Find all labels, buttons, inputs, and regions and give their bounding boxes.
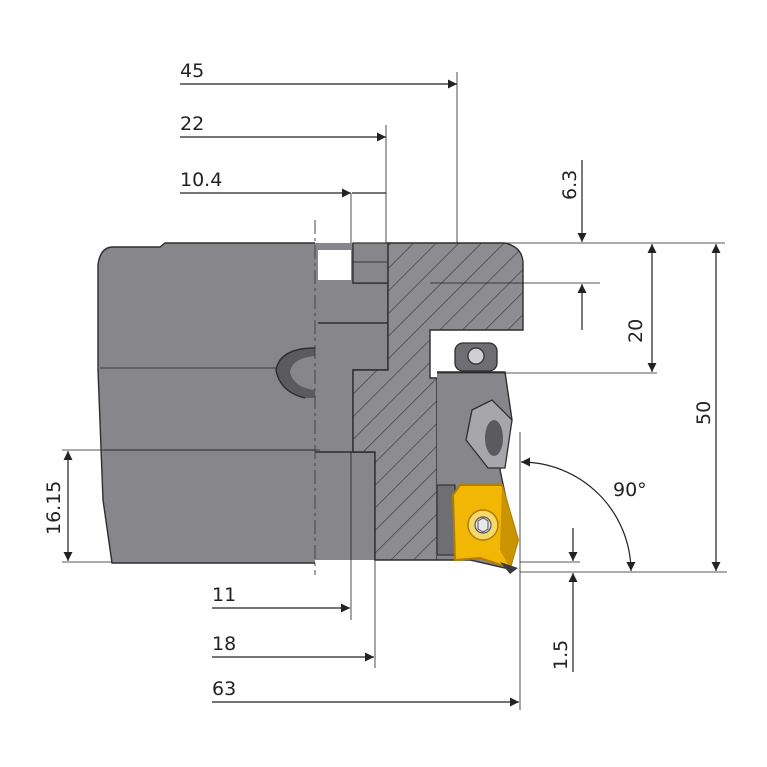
dim-label-18: 18 — [212, 633, 236, 655]
dim-label-16-15: 16.15 — [43, 481, 65, 535]
dim-label-11: 11 — [212, 584, 236, 606]
dim-label-63: 63 — [212, 678, 236, 700]
dimension-lines — [62, 72, 727, 710]
dim-label-10-4: 10.4 — [180, 169, 222, 191]
dim-label-20: 20 — [625, 319, 647, 343]
dimension-labels: 45 22 10.4 6.3 20 50 90° 16.15 11 18 63 … — [43, 60, 715, 700]
dim-label-22: 22 — [180, 113, 204, 135]
insert-pocket — [436, 342, 520, 574]
dim-label-50: 50 — [693, 401, 715, 425]
dim-label-90-deg: 90° — [613, 479, 647, 501]
wedge-clamp-icon — [465, 399, 513, 469]
cutter-body — [97, 242, 316, 564]
dim-label-45: 45 — [180, 60, 204, 82]
dim-label-6-3: 6.3 — [559, 170, 581, 200]
dim-label-1-5: 1.5 — [550, 640, 572, 670]
hex-socket-screw-icon — [454, 342, 498, 372]
sectioned-body — [352, 242, 524, 561]
cutting-insert — [451, 484, 520, 574]
